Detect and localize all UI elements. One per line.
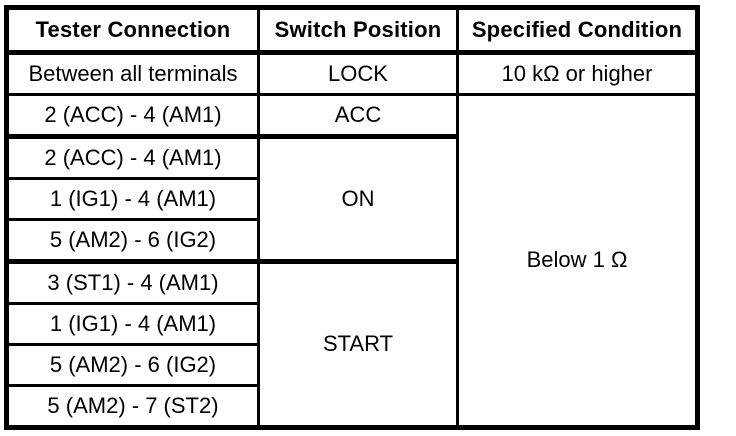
cell-switch-position-acc: ACC [257,93,459,139]
table-row-acc: 2 (ACC) - 4 (AM1) ACC Below 1 Ω [5,93,699,429]
cell-tester-connection: 3 (ST1) - 4 (AM1) [5,260,260,305]
cell-switch-position-lock: LOCK [257,51,459,96]
cell-tester-connection: 1 (IG1) - 4 (AM1) [5,302,260,346]
cell-specified-condition-below: Below 1 Ω [456,93,699,429]
header-specified-condition: Specified Condition [456,6,699,55]
table-row-on-3: 5 (AM2) - 6 (IG2) [5,218,698,264]
table-row-start-4: 5 (AM2) - 7 (ST2) [5,384,698,429]
cell-switch-position-on: ON [257,135,459,264]
table-row-on-1: 2 (ACC) - 4 (AM1) ON [5,135,698,264]
cell-tester-connection: 2 (ACC) - 4 (AM1) [5,135,260,180]
cell-tester-connection: 5 (AM2) - 7 (ST2) [5,384,260,429]
header-tester-connection: Tester Connection [5,6,260,55]
ignition-switch-continuity-table: Tester Connection Switch Position Specif… [4,5,700,430]
cell-specified-condition-lock: 10 kΩ or higher [456,51,699,96]
cell-tester-connection: 2 (ACC) - 4 (AM1) [5,93,260,139]
cell-tester-connection: 5 (AM2) - 6 (IG2) [5,343,260,387]
cell-switch-position-start: START [257,260,459,429]
cell-tester-connection: 5 (AM2) - 6 (IG2) [5,218,260,264]
table-row-start-1: 3 (ST1) - 4 (AM1) START [5,260,698,429]
table-row-start-3: 5 (AM2) - 6 (IG2) [5,343,698,387]
table-row-start-2: 1 (IG1) - 4 (AM1) [5,302,698,346]
header-row: Tester Connection Switch Position Specif… [5,6,699,55]
cell-tester-connection: 1 (IG1) - 4 (AM1) [5,177,260,221]
header-switch-position: Switch Position [257,6,459,55]
table-row-lock: Between all terminals LOCK 10 kΩ or high… [5,51,699,96]
table-row-on-2: 1 (IG1) - 4 (AM1) [5,177,698,221]
cell-tester-connection: Between all terminals [5,51,260,96]
